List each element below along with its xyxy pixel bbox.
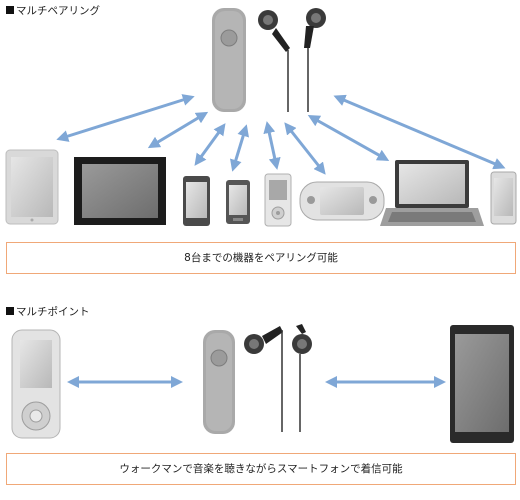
phone-icon: [226, 180, 250, 224]
walkman-icon: [11, 329, 61, 439]
earbuds-icon: [244, 324, 312, 432]
receiver-icon: [212, 8, 246, 112]
arrow-icon: [307, 115, 390, 161]
tablet-icon: [5, 149, 59, 225]
smartphone-icon: [490, 171, 517, 225]
game-console-icon: [299, 181, 385, 221]
music-player-icon: [264, 173, 292, 227]
arrow-icon: [333, 94, 506, 170]
multipairing-heading: マルチペアリング: [6, 4, 100, 18]
arrow-icon: [263, 121, 281, 170]
arrow-icon: [194, 123, 226, 166]
laptop-icon: [380, 160, 484, 226]
earbuds-icon: [258, 8, 326, 112]
receiver-icon: [203, 330, 235, 434]
multipoint-caption: ウォークマンで音楽を聴きながらスマートフォンで着信可能: [6, 453, 516, 485]
tv-icon: [74, 157, 166, 225]
multipoint-heading: マルチポイント: [6, 305, 90, 319]
smartphone-icon: [450, 325, 514, 443]
pairing-arrows: [56, 94, 506, 175]
square-bullet-icon: [6, 6, 14, 14]
arrow-icon: [284, 122, 326, 175]
phone-icon: [183, 176, 210, 226]
multipairing-caption: 8台までの機器をペアリング可能: [6, 242, 516, 274]
arrow-icon: [147, 111, 209, 149]
arrow-icon: [230, 124, 249, 172]
arrow-icon: [56, 94, 195, 142]
square-bullet-icon: [6, 307, 14, 315]
